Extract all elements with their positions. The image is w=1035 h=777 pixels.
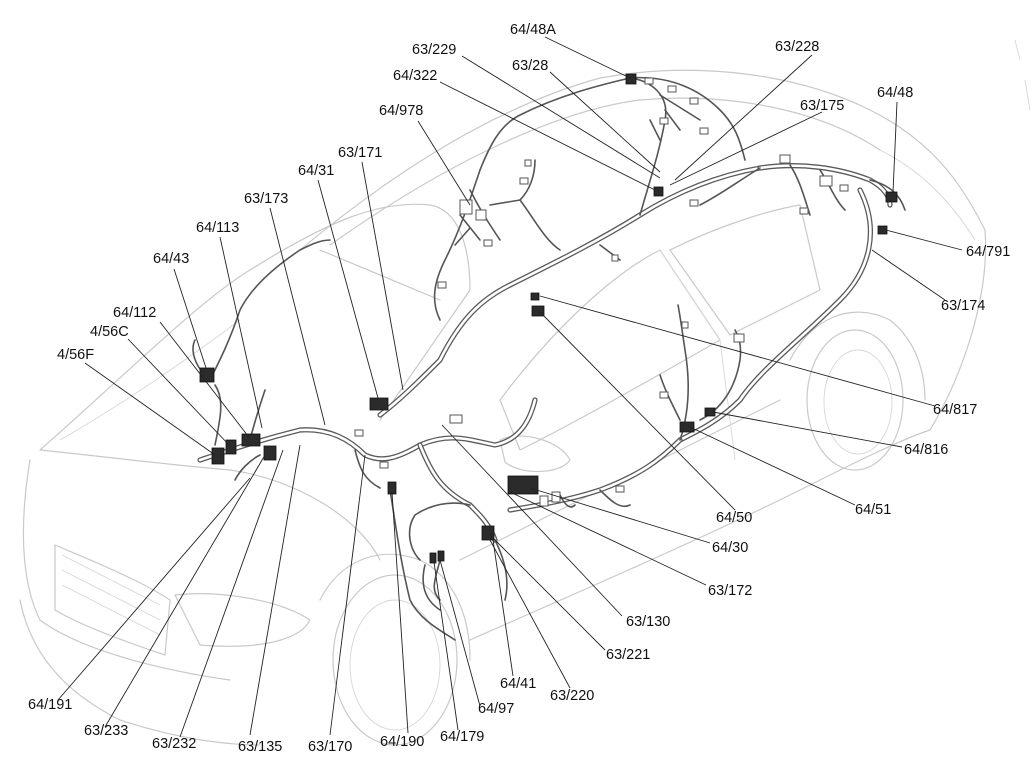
connector-64-31 <box>369 397 389 411</box>
leader-lines <box>57 36 963 738</box>
connector-4-56f <box>211 447 225 465</box>
label-64-978: 64/978 <box>379 103 423 119</box>
connector-64-50 <box>531 305 545 317</box>
connector-64-112 <box>241 433 261 447</box>
harness-branches <box>192 76 906 641</box>
label-4-56f: 4/56F <box>57 347 94 363</box>
label-64-190: 64/190 <box>380 734 424 750</box>
label-64-30: 64/30 <box>712 540 748 556</box>
label-63-221: 63/221 <box>606 647 650 663</box>
label-63-170: 63/170 <box>308 739 352 755</box>
connector-64-179 <box>429 552 437 564</box>
connector-64-817 <box>530 292 540 301</box>
connector-64-97 <box>437 550 445 562</box>
connector-64-791 <box>877 225 888 235</box>
label-64-43: 64/43 <box>153 251 189 267</box>
connector-64-48a <box>625 73 637 85</box>
label-64-191: 64/191 <box>28 697 72 713</box>
label-63-130: 63/130 <box>626 614 670 630</box>
label-63-175: 63/175 <box>800 98 844 114</box>
label-4-56c: 4/56C <box>90 324 129 340</box>
component-labels: 64/48A 63/229 63/28 63/228 64/322 63/175… <box>28 22 1010 755</box>
label-64-41: 64/41 <box>500 676 536 692</box>
label-64-48a: 64/48A <box>510 22 556 38</box>
label-64-112: 64/112 <box>113 305 156 321</box>
label-64-51: 64/51 <box>855 502 891 518</box>
connector-64-43 <box>199 367 215 383</box>
label-63-28: 63/28 <box>512 58 548 74</box>
label-64-322: 64/322 <box>393 68 437 84</box>
connector-64-51 <box>679 421 695 433</box>
label-63-228: 63/228 <box>775 39 819 55</box>
connector-64-322 <box>653 186 664 197</box>
connector-64-48 <box>885 191 898 203</box>
label-64-791: 64/791 <box>966 244 1010 260</box>
harness-main <box>197 163 893 543</box>
label-63-233: 63/233 <box>84 723 128 739</box>
car-body-outline <box>19 39 1031 746</box>
label-63-220: 63/220 <box>550 688 594 704</box>
label-63-232: 63/232 <box>152 736 196 752</box>
label-63-173: 63/173 <box>244 191 288 207</box>
label-63-174: 63/174 <box>941 298 985 314</box>
label-64-113: 64/113 <box>196 220 239 236</box>
connectors <box>199 73 898 564</box>
connector-63-233 <box>263 445 277 461</box>
label-64-816: 64/816 <box>904 442 948 458</box>
connector-4-56c <box>225 439 237 455</box>
connector-63-220 <box>481 525 495 541</box>
connector-64-30 <box>507 475 539 495</box>
label-64-50: 64/50 <box>716 510 752 526</box>
label-63-229: 63/229 <box>412 42 456 58</box>
label-64-48: 64/48 <box>877 85 913 101</box>
label-64-97: 64/97 <box>478 701 514 717</box>
label-64-31: 64/31 <box>298 163 334 179</box>
label-63-171: 63/171 <box>338 145 382 161</box>
label-63-135: 63/135 <box>238 739 282 755</box>
label-64-179: 64/179 <box>440 729 484 745</box>
label-64-817: 64/817 <box>933 402 977 418</box>
harness-clips <box>354 77 849 507</box>
label-63-172: 63/172 <box>708 583 752 599</box>
